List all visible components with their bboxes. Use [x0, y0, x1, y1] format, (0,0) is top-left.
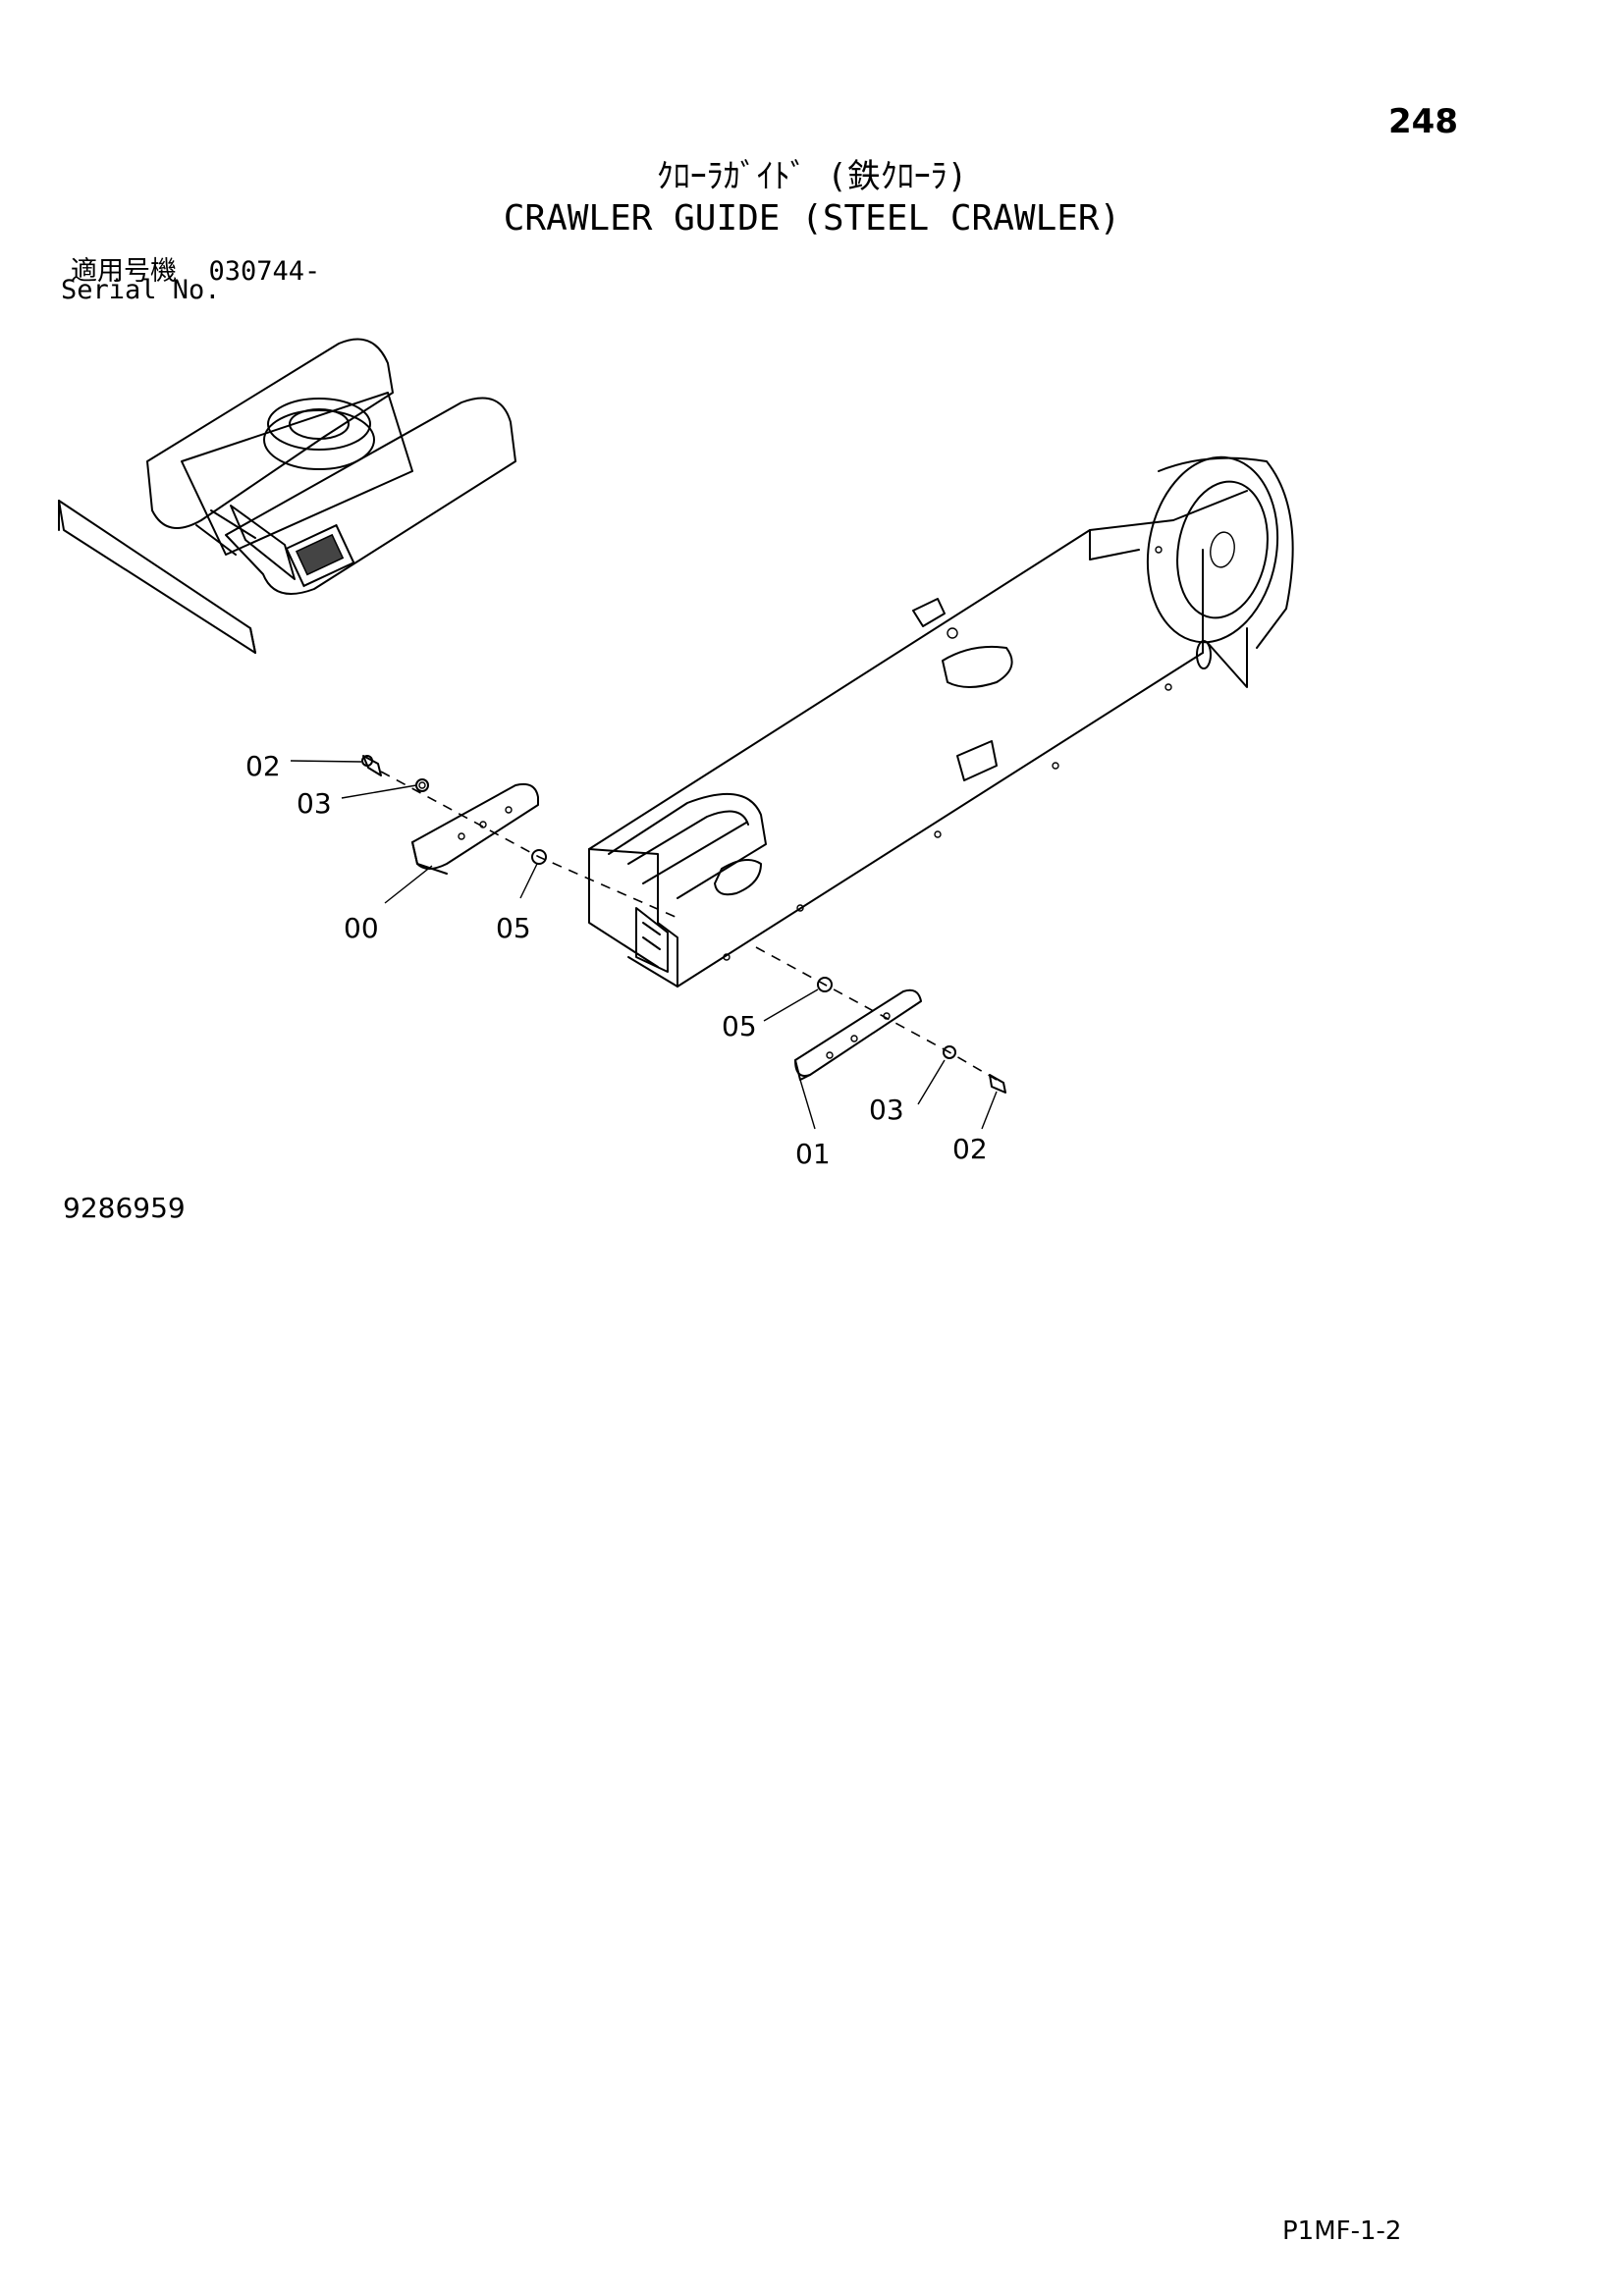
- serial-label-japanese: 適用号機: [71, 256, 177, 287]
- crawler-guide-front: [361, 755, 678, 919]
- callout-03-front: 03: [297, 787, 332, 820]
- crawler-guide-rear: [755, 946, 1006, 1094]
- callout-02-rear: 02: [952, 1133, 988, 1165]
- page-title-japanese: ｸﾛｰﾗｶﾞｲﾄﾞ (鉄ｸﾛｰﾗ): [656, 157, 968, 196]
- drawing-number: 9286959: [63, 1192, 186, 1224]
- callout-02-front: 02: [245, 750, 281, 782]
- callout-01: 01: [795, 1138, 831, 1170]
- page-title: CRAWLER GUIDE (STEEL CRAWLER): [503, 198, 1121, 239]
- callout-leaders: [290, 760, 998, 1130]
- callout-03-rear: 03: [869, 1094, 904, 1126]
- serial-line: 適用号機 030744-: [71, 249, 320, 288]
- serial-label: Serial No.: [61, 275, 221, 305]
- callout-05-front: 05: [496, 912, 531, 944]
- callout-05-rear: 05: [722, 1010, 757, 1042]
- serial-number-value: 030744-: [208, 256, 321, 287]
- page-number: 248: [1388, 102, 1458, 141]
- undercarriage-overview-illustration: [58, 338, 516, 654]
- page-code: P1MF-1-2: [1282, 2216, 1402, 2246]
- callout-00: 00: [344, 912, 379, 944]
- track-frame: [588, 455, 1294, 988]
